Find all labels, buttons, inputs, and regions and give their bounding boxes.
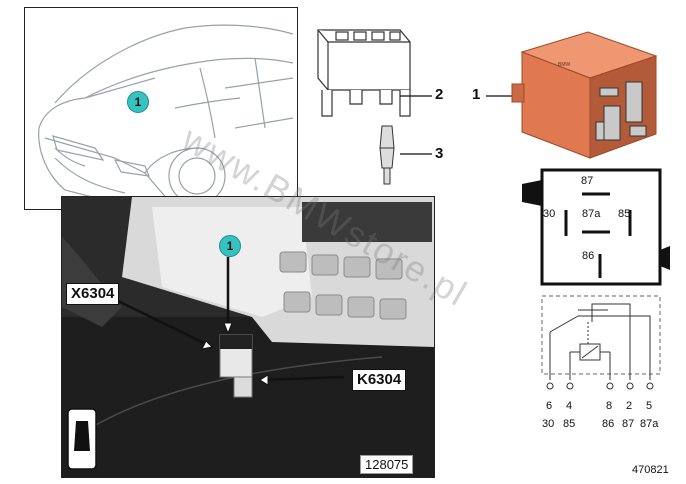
relay-circuit-schematic bbox=[541, 295, 661, 390]
schematic-pin-number-1: 6 bbox=[546, 400, 553, 412]
car-location-callout: 1 bbox=[127, 91, 149, 113]
pin-87a-label: 87a bbox=[582, 208, 601, 220]
part-3-number: 3 bbox=[435, 145, 444, 162]
schematic-pin-number-4: 2 bbox=[626, 400, 633, 412]
part-2-number: 2 bbox=[435, 86, 444, 103]
connector-housing-drawing bbox=[317, 29, 411, 117]
schematic-terminal-5: 87a bbox=[640, 418, 659, 430]
relay-pin-layout bbox=[522, 168, 670, 286]
part-1-leader bbox=[486, 95, 512, 97]
pin-85-label: 85 bbox=[618, 208, 631, 220]
part-2-leader bbox=[400, 95, 432, 97]
terminal-drawing bbox=[379, 125, 395, 185]
photo-image-number: 128075 bbox=[360, 455, 414, 474]
schematic-pin-number-3: 8 bbox=[606, 400, 613, 412]
installation-photo bbox=[62, 197, 434, 477]
diagram-number: 470821 bbox=[632, 464, 669, 476]
schematic-pin-number-5: 5 bbox=[646, 400, 653, 412]
schematic-terminal-2: 85 bbox=[563, 418, 576, 430]
schematic-terminal-4: 87 bbox=[622, 418, 635, 430]
installation-photo-panel: 1 X6304 K6304 128075 bbox=[61, 196, 435, 478]
photo-location-callout: 1 bbox=[219, 235, 241, 257]
relay-drawing: BMW bbox=[511, 31, 658, 159]
pin-87-label: 87 bbox=[581, 175, 594, 187]
pin-30-label: 30 bbox=[543, 208, 556, 220]
svg-text:BMW: BMW bbox=[558, 62, 571, 68]
connector-x6304-label: X6304 bbox=[66, 283, 120, 305]
part-1-number: 1 bbox=[472, 86, 481, 103]
schematic-pin-number-2: 4 bbox=[566, 400, 573, 412]
part-3-leader bbox=[400, 153, 432, 155]
relay-k6304-label: K6304 bbox=[352, 369, 407, 391]
pin-86-label: 86 bbox=[582, 250, 595, 262]
schematic-terminal-1: 30 bbox=[542, 418, 555, 430]
car-front-illustration bbox=[38, 24, 294, 209]
vehicle-location-panel: 1 bbox=[24, 7, 298, 210]
schematic-terminal-3: 86 bbox=[602, 418, 615, 430]
